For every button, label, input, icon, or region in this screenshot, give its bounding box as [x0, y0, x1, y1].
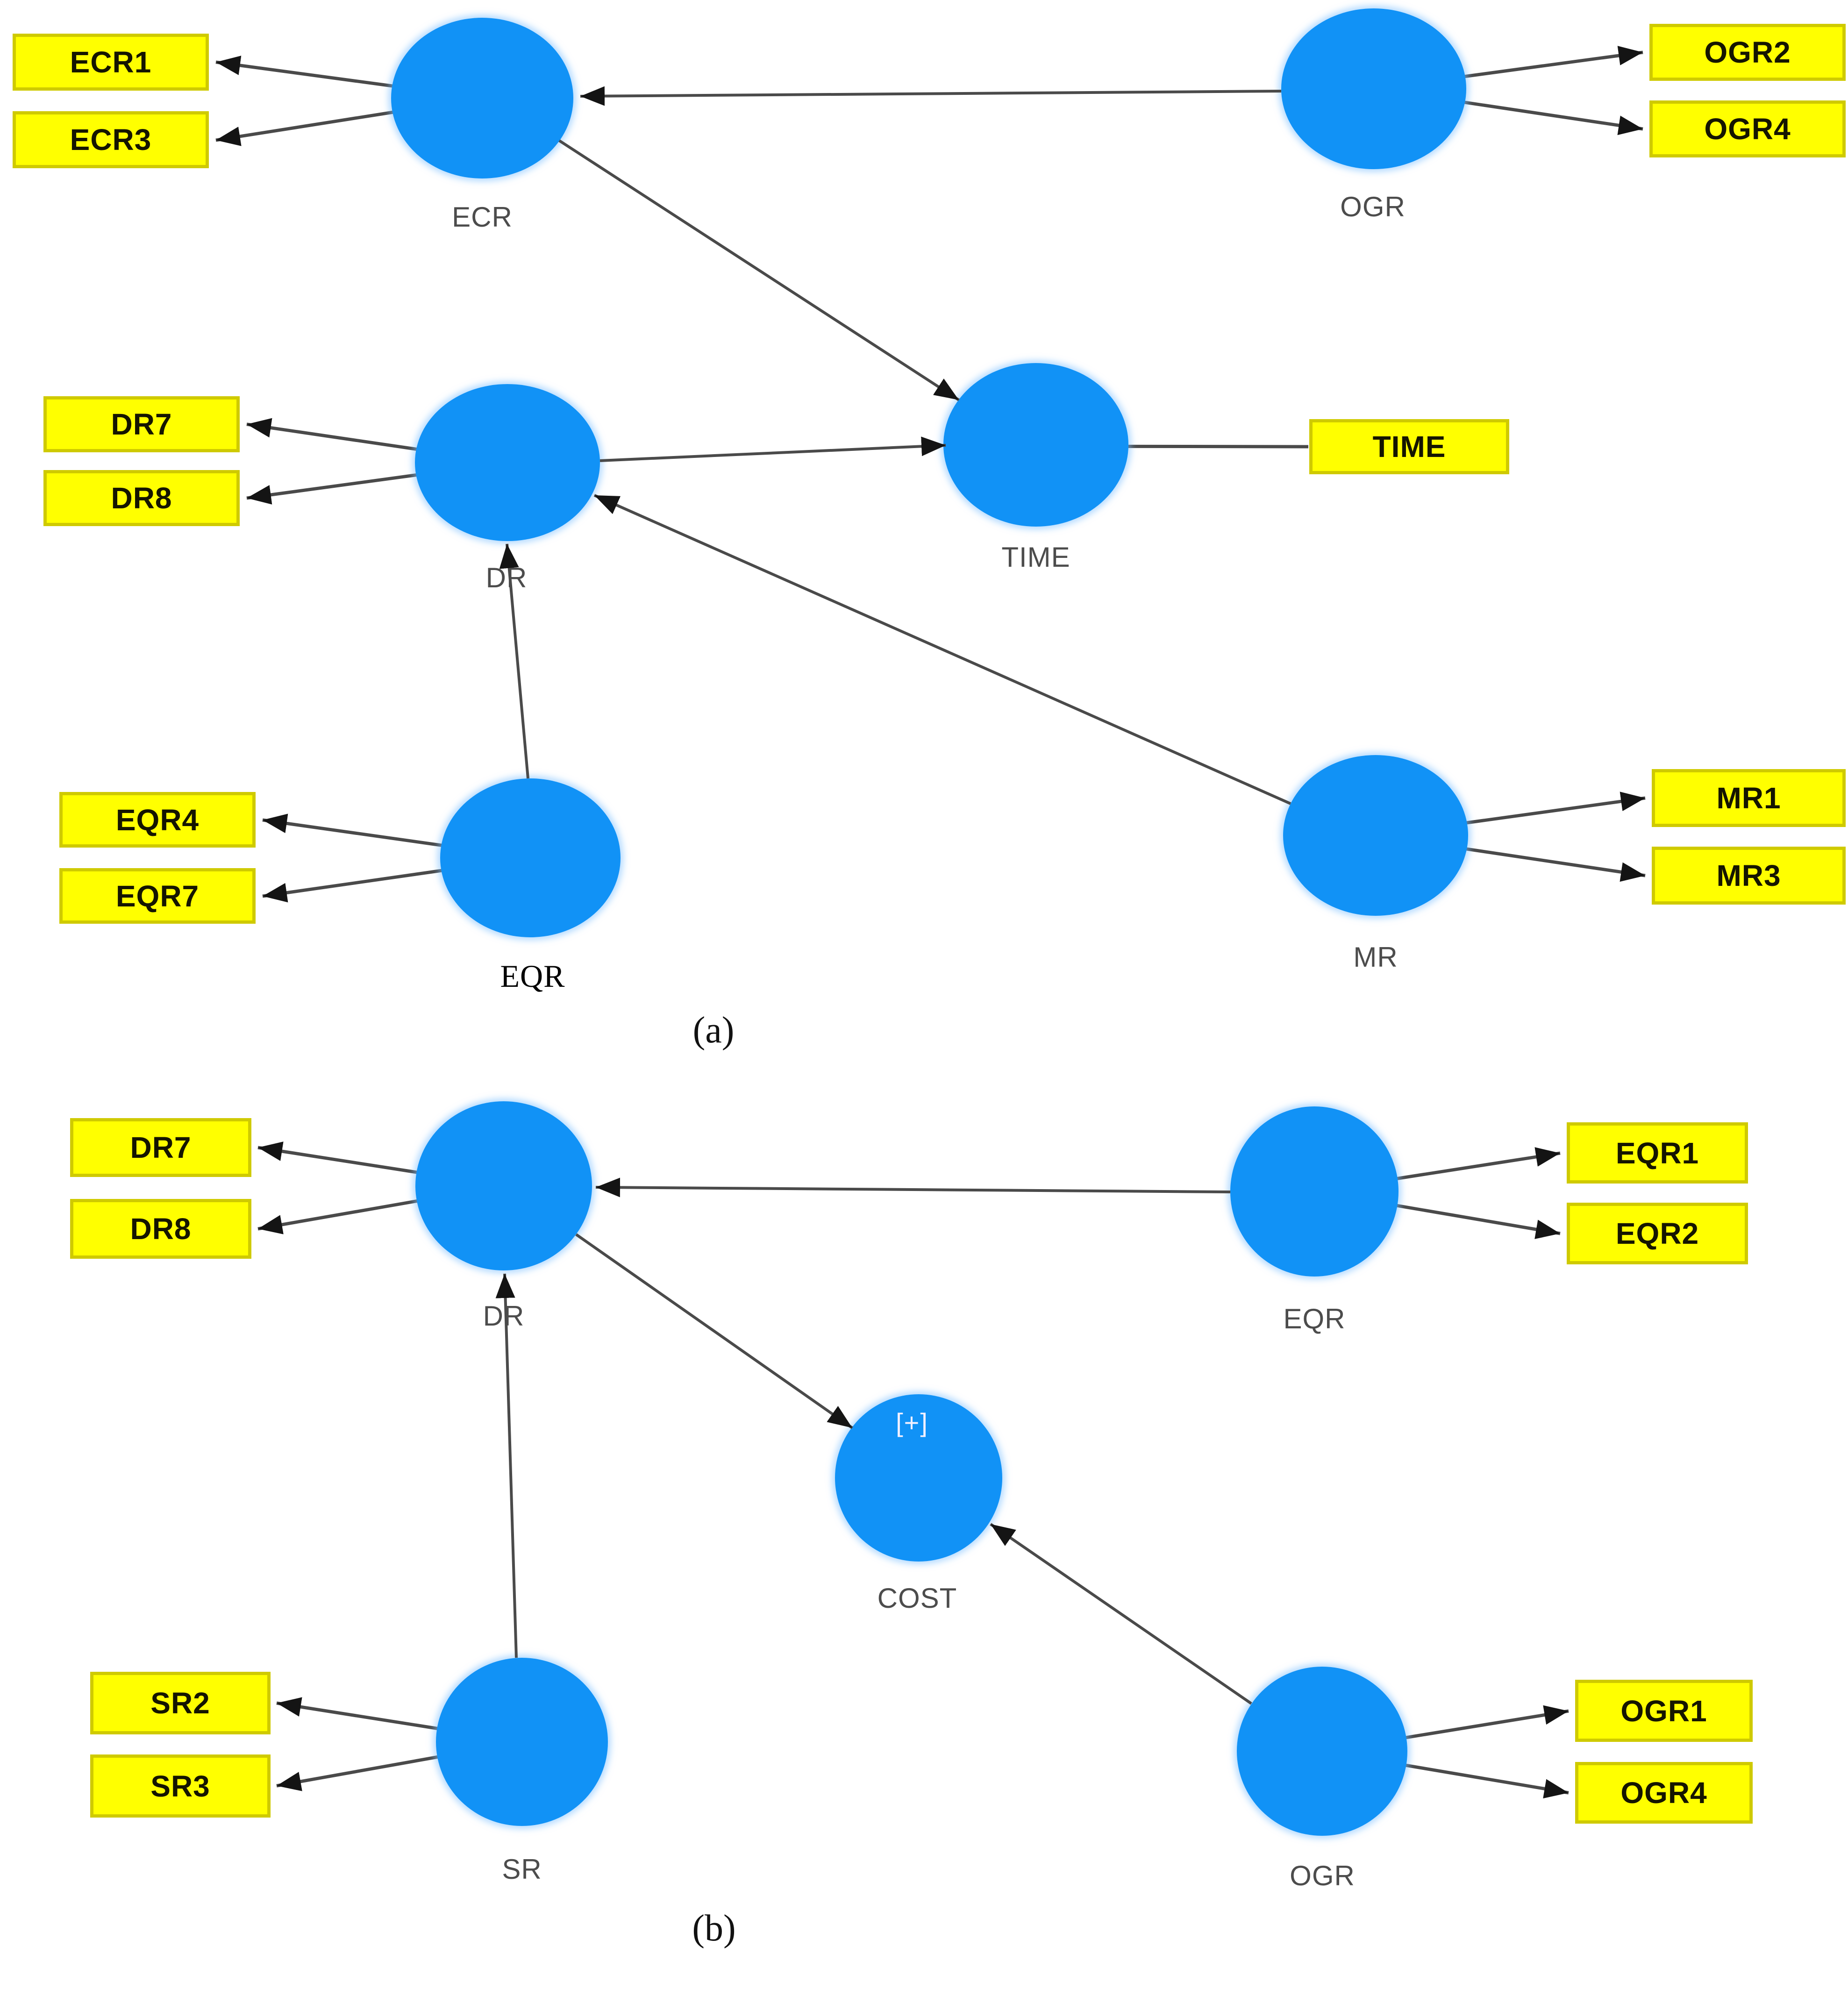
- construct-label-cost-b: COST: [877, 1583, 957, 1614]
- construct-eqr-a[interactable]: [440, 778, 621, 937]
- indicator-box-dr7-a[interactable]: DR7: [43, 396, 240, 452]
- indicator-box-time[interactable]: TIME: [1309, 419, 1509, 474]
- panel-a-caption: (a): [692, 1010, 735, 1051]
- construct-eqr-b[interactable]: [1230, 1106, 1398, 1276]
- indicator-box-eqr4[interactable]: EQR4: [59, 792, 256, 848]
- construct-sr-b[interactable]: [436, 1658, 608, 1826]
- indicator-box-eqr2[interactable]: EQR2: [1567, 1203, 1748, 1264]
- indicator-box-dr8-b[interactable]: DR8: [70, 1199, 251, 1259]
- construct-label-eqr-a: EQR: [500, 958, 565, 994]
- construct-dr-a[interactable]: [415, 384, 600, 541]
- indicator-box-ecr1[interactable]: ECR1: [13, 34, 209, 91]
- construct-dr-b[interactable]: [415, 1101, 592, 1270]
- panel-b-caption: (b): [692, 1908, 736, 1949]
- construct-ogr-b[interactable]: [1237, 1667, 1407, 1836]
- path-arrow-ecr-to-time[interactable]: [558, 139, 960, 401]
- indicator-box-mr1[interactable]: MR1: [1652, 769, 1846, 827]
- construct-cost-b[interactable]: [835, 1394, 1002, 1562]
- path-arrow-ogr-to-ecr[interactable]: [580, 86, 1282, 106]
- indicator-box-ogr2[interactable]: OGR2: [1649, 24, 1846, 81]
- indicator-box-sr3[interactable]: SR3: [90, 1754, 271, 1818]
- indicator-box-dr7-b[interactable]: DR7: [70, 1118, 251, 1177]
- construct-ecr-a[interactable]: [391, 18, 573, 178]
- indicator-box-eqr1[interactable]: EQR1: [1567, 1122, 1748, 1184]
- construct-label-time-a: TIME: [1001, 542, 1070, 573]
- construct-label-eqr-b: EQR: [1283, 1303, 1346, 1334]
- construct-label-ecr-a: ECR: [452, 201, 513, 233]
- construct-time-a[interactable]: [943, 363, 1128, 527]
- indicator-box-dr8-a[interactable]: DR8: [43, 470, 240, 526]
- indicator-box-ogr4[interactable]: OGR4: [1649, 100, 1846, 157]
- path-arrow-ogrb-to-cost[interactable]: [990, 1523, 1252, 1705]
- indicator-box-eqr7[interactable]: EQR7: [59, 868, 256, 924]
- indicator-box-sr2[interactable]: SR2: [90, 1672, 271, 1734]
- construct-label-sr-b: SR: [502, 1854, 542, 1885]
- path-arrow-eqr-to-dr[interactable]: [499, 543, 529, 779]
- path-arrow-drb-to-cost[interactable]: [575, 1233, 853, 1429]
- indicator-box-ecr3[interactable]: ECR3: [13, 111, 209, 168]
- construct-label-mr-a: MR: [1353, 941, 1398, 973]
- path-arrow-sr-to-drb[interactable]: [495, 1273, 518, 1658]
- indicator-box-ogr1[interactable]: OGR1: [1575, 1680, 1753, 1742]
- indicator-box-ogr4-b[interactable]: OGR4: [1575, 1762, 1753, 1824]
- construct-label-dr-b: DR: [483, 1300, 525, 1332]
- cost-plus-badge[interactable]: [+]: [896, 1408, 928, 1437]
- construct-mr-a[interactable]: [1283, 755, 1468, 916]
- path-arrow-dr-to-time[interactable]: [599, 436, 946, 462]
- construct-label-ogr-b: OGR: [1290, 1860, 1355, 1891]
- indicator-box-mr3[interactable]: MR3: [1652, 847, 1846, 905]
- construct-ogr-a[interactable]: [1281, 8, 1466, 169]
- construct-label-ogr-a: OGR: [1340, 191, 1406, 222]
- path-arrow-eqrb-to-drb[interactable]: [595, 1177, 1231, 1198]
- path-arrow-mr-to-dr[interactable]: [593, 494, 1291, 805]
